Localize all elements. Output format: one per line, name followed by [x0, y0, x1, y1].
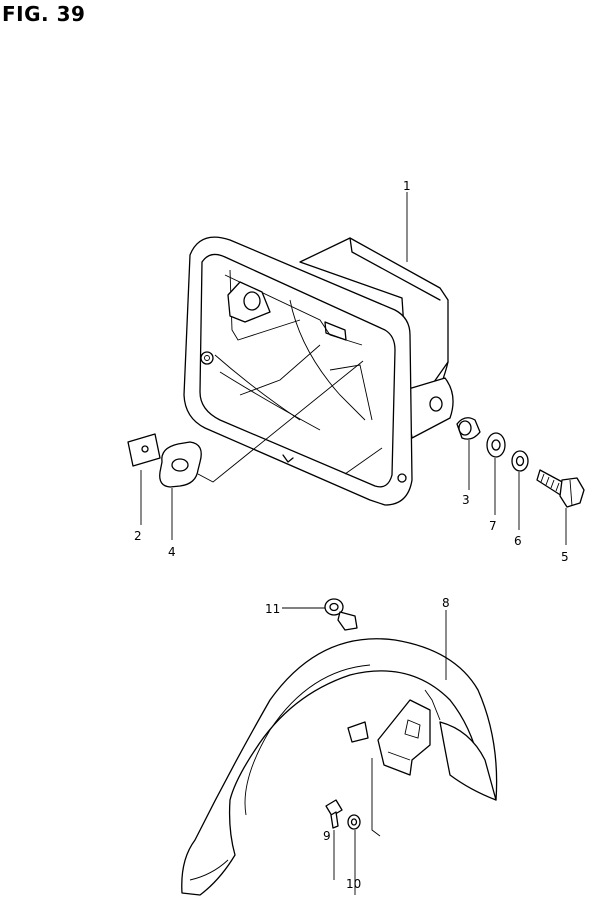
callout-7: 7 [489, 519, 497, 533]
part-2-cushion [127, 433, 161, 525]
callout-4: 4 [168, 545, 176, 559]
part-3-collar [456, 417, 481, 490]
figure-title: FIG. 39 [2, 2, 86, 26]
callout-3: 3 [462, 493, 470, 507]
callout-5: 5 [561, 550, 569, 564]
part-5-bolt [536, 469, 585, 545]
callout-10: 10 [346, 877, 361, 891]
callout-11: 11 [265, 602, 280, 616]
callout-1: 1 [403, 179, 411, 193]
front-fender [181, 610, 498, 896]
part-10-washer [347, 814, 361, 895]
callout-8: 8 [442, 596, 450, 610]
part-6-lock-washer [511, 450, 529, 530]
callout-6: 6 [514, 534, 522, 548]
part-7-washer [486, 432, 506, 515]
callout-2: 2 [134, 529, 142, 543]
part-11-fitting [282, 598, 358, 631]
part-4-spacer [159, 360, 364, 540]
part-9-screw [325, 799, 343, 880]
callout-9: 9 [323, 829, 331, 843]
headlight-housing [183, 192, 454, 506]
